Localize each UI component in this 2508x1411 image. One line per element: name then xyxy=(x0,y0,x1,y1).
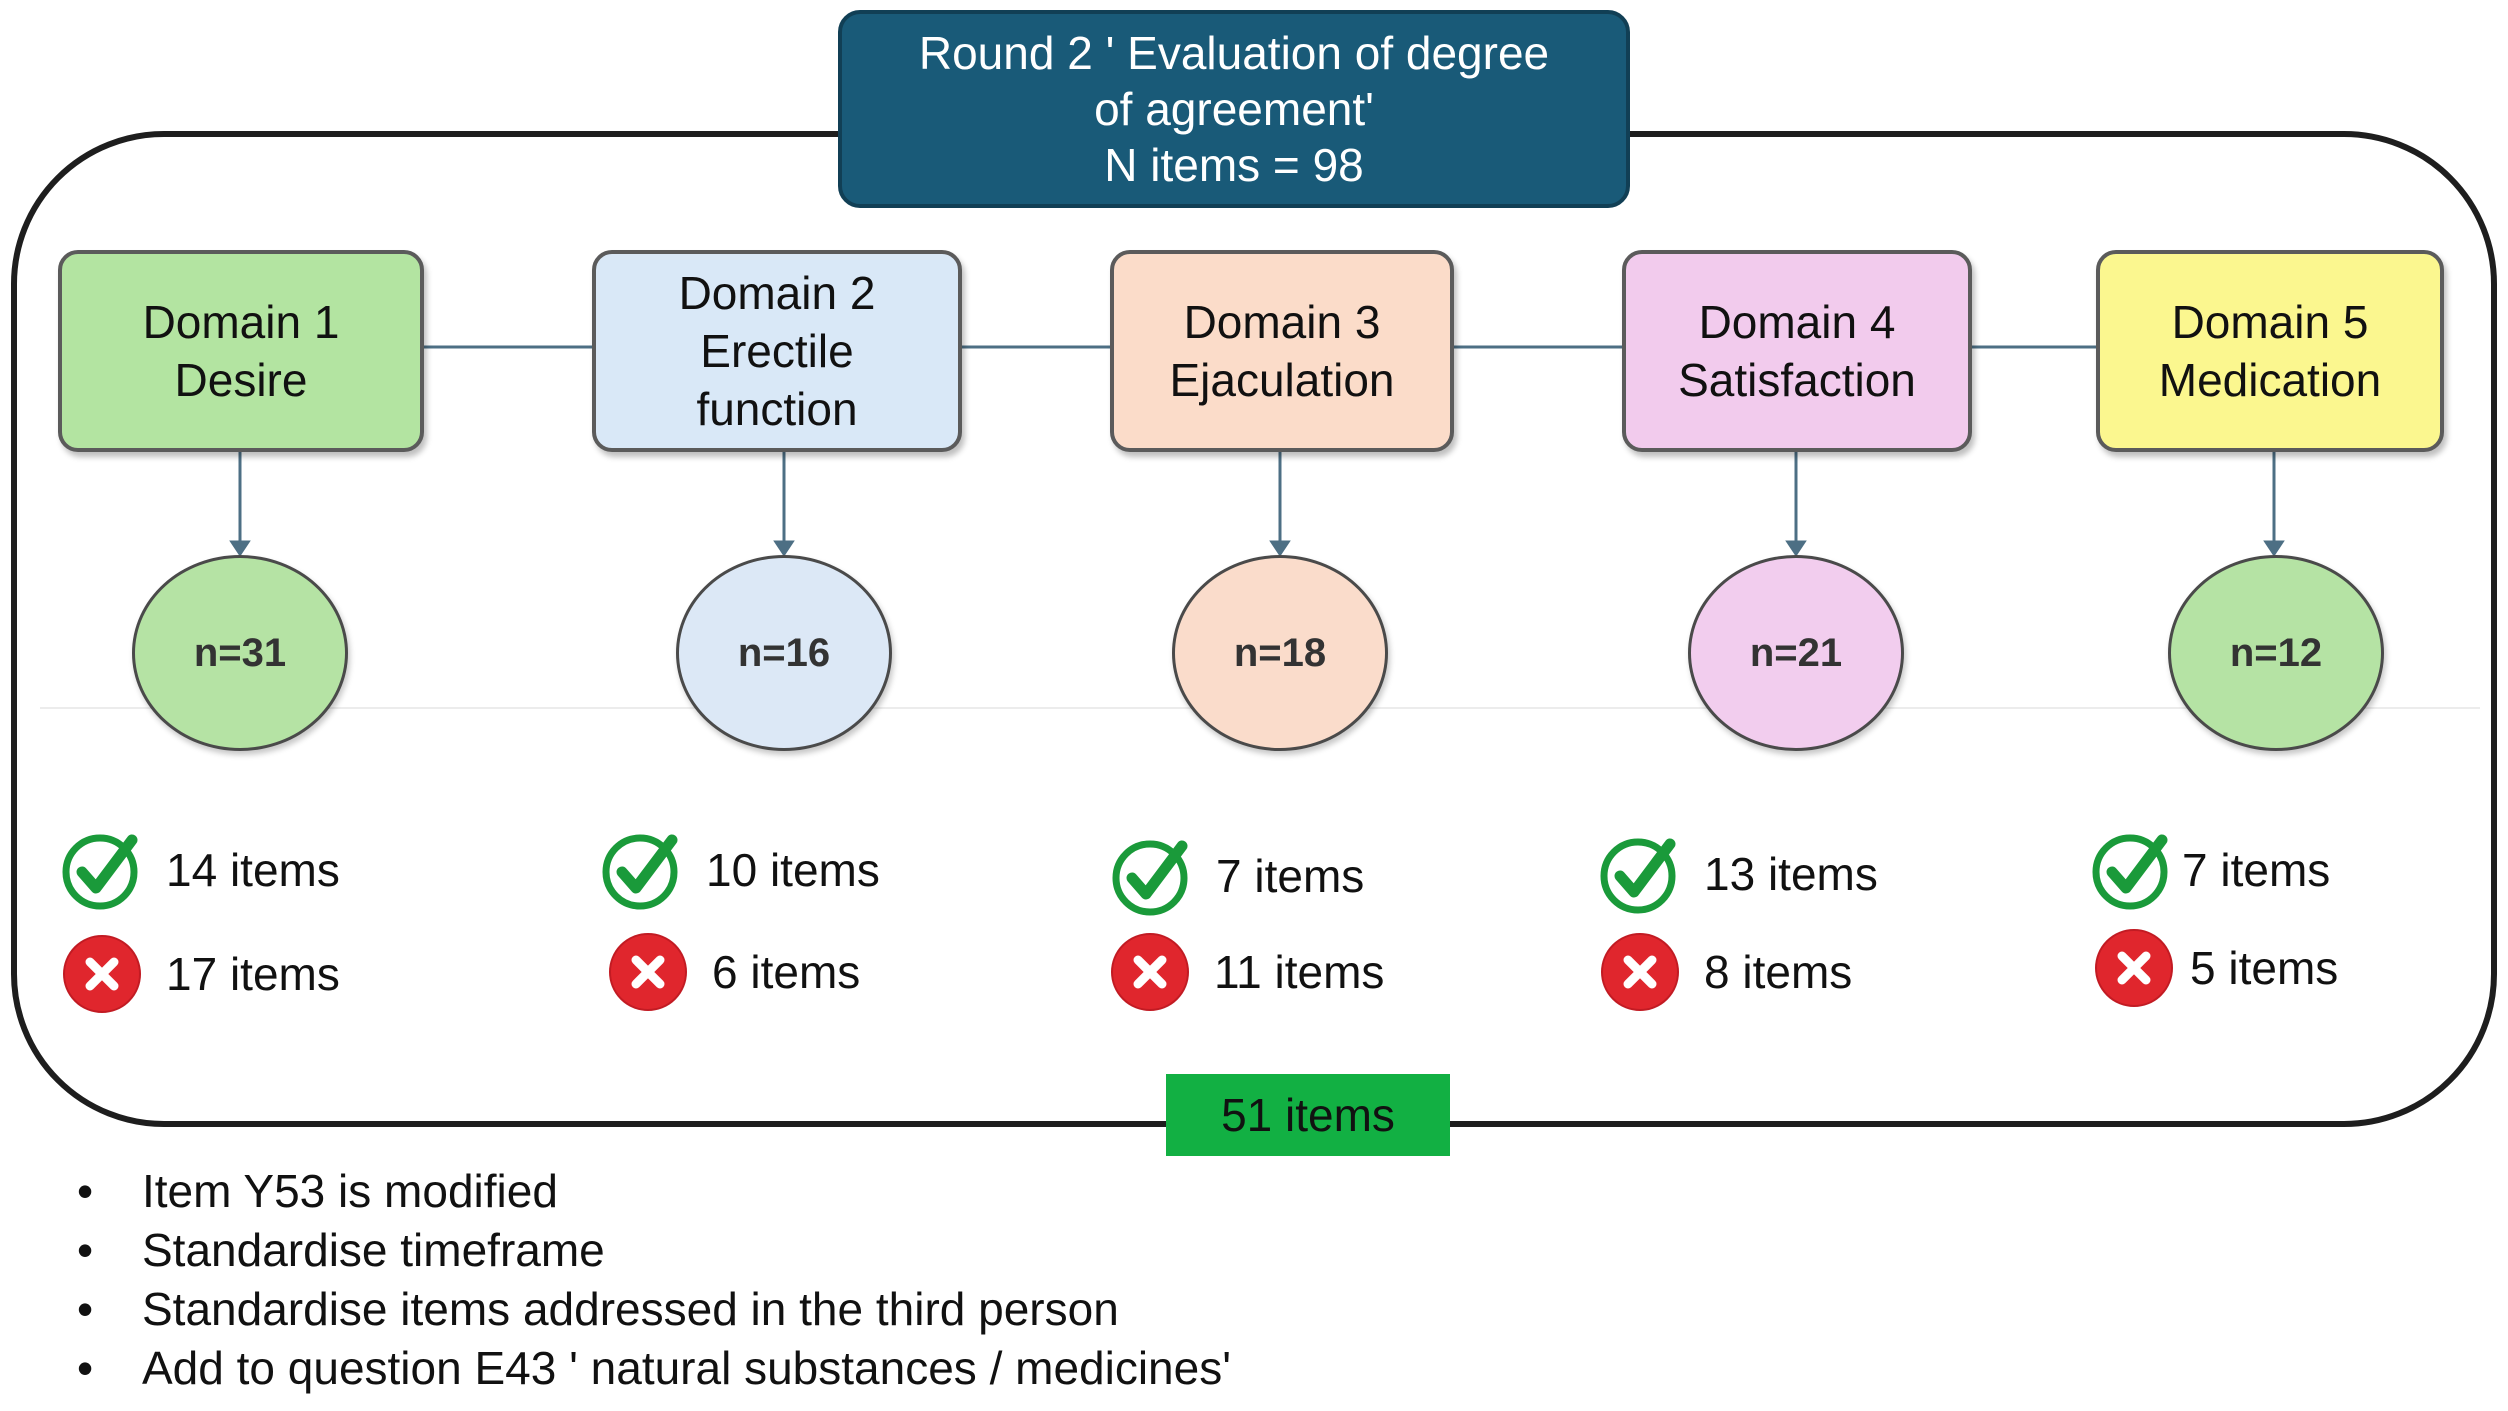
domain-2-name-line-2: function xyxy=(696,383,858,435)
check-circle-icon xyxy=(1598,832,1682,916)
note-text: Standardise items addressed in the third… xyxy=(142,1283,1119,1335)
total-items-box: 51 items xyxy=(1166,1074,1450,1156)
domain-4-accepted-row: 13 items xyxy=(1598,832,1878,916)
arrowhead-domain-5 xyxy=(2263,540,2285,557)
round-title-line-2: of agreement' xyxy=(1094,83,1374,135)
domain-4-name: Satisfaction xyxy=(1678,354,1916,406)
domain-5-count: n=12 xyxy=(2229,630,2323,675)
domain-2-rejected-count: 6 items xyxy=(712,946,861,998)
domain-5-name: Medication xyxy=(2158,354,2382,406)
domain-1-name: Desire xyxy=(174,354,308,406)
domain-2-count: n=16 xyxy=(737,630,831,675)
domain-3-name: Ejaculation xyxy=(1169,354,1395,406)
note-text: Add to question E43 ' natural substances… xyxy=(142,1342,1231,1394)
domain-1-rejected-count: 17 items xyxy=(166,948,340,1000)
round-title-item-count: N items = 98 xyxy=(1104,139,1364,191)
cross-circle-icon xyxy=(60,932,144,1016)
domain-3-box: Domain 3 Ejaculation xyxy=(1110,250,1454,452)
note-item: • Add to question E43 ' natural substance… xyxy=(72,1339,1231,1398)
domain-4-count: n=21 xyxy=(1749,630,1843,675)
domain-3-count: n=18 xyxy=(1233,630,1327,675)
cross-circle-icon xyxy=(2092,926,2176,1010)
arrowhead-domain-4 xyxy=(1785,540,1807,557)
domain-4-accepted-count: 13 items xyxy=(1704,848,1878,900)
arrowhead-domain-1 xyxy=(229,540,251,557)
round-title-box: Round 2 ' Evaluation of degree of agreem… xyxy=(838,10,1630,208)
check-circle-icon xyxy=(60,828,144,912)
domain-3-count-circle: n=18 xyxy=(1172,555,1388,751)
domain-1-accepted-count: 14 items xyxy=(166,844,340,896)
arrowhead-domain-2 xyxy=(773,540,795,557)
domain-3-accepted-row: 7 items xyxy=(1110,834,1364,918)
domain-4-rejected-count: 8 items xyxy=(1704,946,1853,998)
note-text: Item Y53 is modified xyxy=(142,1165,558,1217)
domain-3-rejected-count: 11 items xyxy=(1214,946,1385,998)
domain-2-accepted-count: 10 items xyxy=(706,844,880,896)
domain-5-rejected-count: 5 items xyxy=(2190,942,2339,994)
modification-notes-list: • Item Y53 is modified • Standardise timef… xyxy=(72,1162,1231,1398)
domain-4-count-circle: n=21 xyxy=(1688,555,1904,751)
domain-2-rejected-row: 6 items xyxy=(606,930,860,1014)
cross-circle-icon xyxy=(1108,930,1192,1014)
domain-4-box: Domain 4 Satisfaction xyxy=(1622,250,1972,452)
note-item: • Standardise timeframe xyxy=(72,1221,1231,1280)
domain-5-title: Domain 5 xyxy=(2171,296,2369,348)
cross-circle-icon xyxy=(606,930,690,1014)
domain-1-title: Domain 1 xyxy=(142,296,340,348)
domain-2-title: Domain 2 xyxy=(678,267,876,319)
cross-circle-icon xyxy=(1598,930,1682,1014)
bullet: • xyxy=(77,1342,94,1394)
arrowhead-domain-3 xyxy=(1269,540,1291,557)
check-circle-icon xyxy=(1110,834,1194,918)
note-item: • Item Y53 is modified xyxy=(72,1162,1231,1221)
domain-1-count: n=31 xyxy=(193,630,287,675)
bullet: • xyxy=(77,1224,94,1276)
domain-3-accepted-count: 7 items xyxy=(1216,850,1365,902)
round-title-line-1: Round 2 ' Evaluation of degree xyxy=(918,27,1550,79)
domain-2-count-circle: n=16 xyxy=(676,555,892,751)
total-items-label: 51 items xyxy=(1221,1089,1395,1141)
domain-5-rejected-row: 5 items xyxy=(2092,926,2338,1010)
domain-1-rejected-row: 17 items xyxy=(60,932,340,1016)
domain-2-name: Erectile xyxy=(700,325,854,377)
note-item: • Standardise items addressed in the thir… xyxy=(72,1280,1231,1339)
domain-2-box: Domain 2 Erectile function xyxy=(592,250,962,452)
bullet: • xyxy=(77,1283,94,1335)
bullet: • xyxy=(77,1165,94,1217)
domain-5-accepted-count: 7 items xyxy=(2182,844,2331,896)
domain-1-count-circle: n=31 xyxy=(132,555,348,751)
note-text: Standardise timeframe xyxy=(142,1224,605,1276)
domain-2-accepted-row: 10 items xyxy=(600,828,880,912)
check-circle-icon xyxy=(600,828,684,912)
domain-3-title: Domain 3 xyxy=(1183,296,1381,348)
domain-1-accepted-row: 14 items xyxy=(60,828,340,912)
domain-5-box: Domain 5 Medication xyxy=(2096,250,2444,452)
domain-3-rejected-row: 11 items xyxy=(1108,930,1384,1014)
check-circle-icon xyxy=(2090,828,2174,912)
domain-5-accepted-row: 7 items xyxy=(2090,828,2330,912)
domain-4-rejected-row: 8 items xyxy=(1598,930,1852,1014)
domain-1-box: Domain 1 Desire xyxy=(58,250,424,452)
domain-5-count-circle: n=12 xyxy=(2168,555,2384,751)
domain-4-title: Domain 4 xyxy=(1698,296,1896,348)
